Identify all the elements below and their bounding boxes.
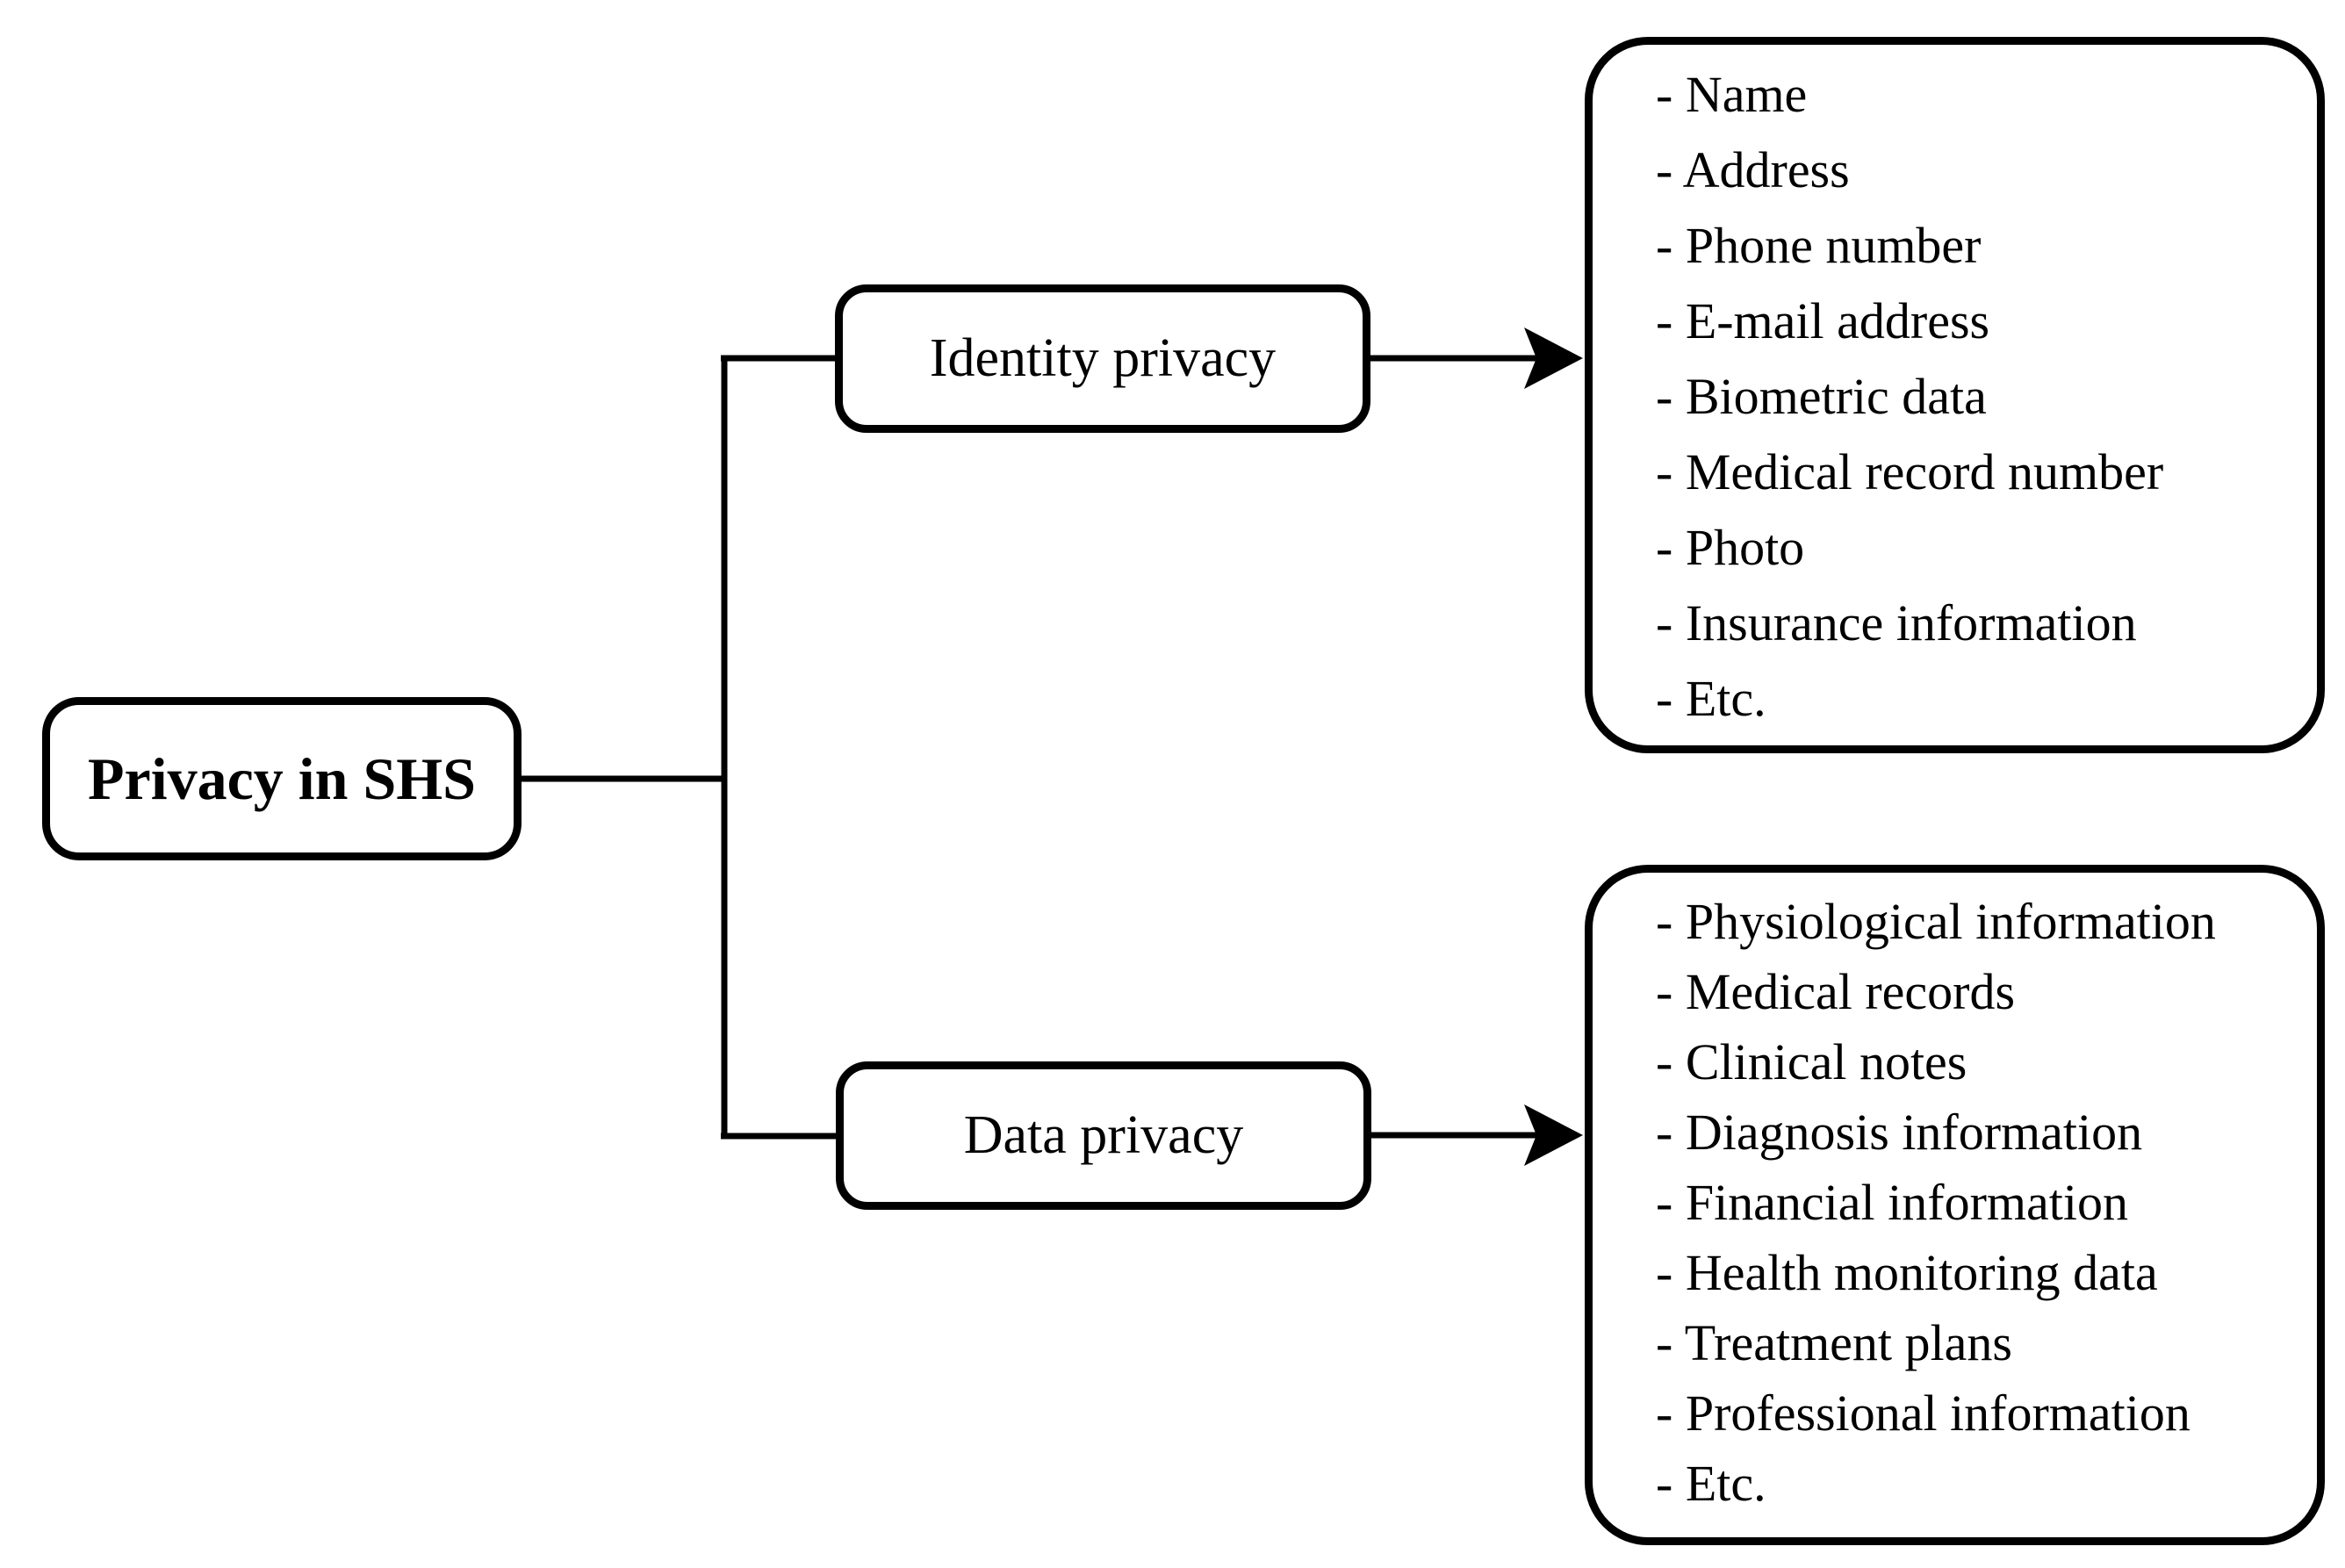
list-item: - Professional information bbox=[1656, 1385, 2190, 1442]
list-item: - Insurance information bbox=[1656, 594, 2137, 651]
list-item: - Medical records bbox=[1656, 963, 2016, 1020]
list-item: - Address bbox=[1656, 141, 1850, 198]
list-item: - Biometric data bbox=[1656, 368, 1987, 425]
list-item: - Clinical notes bbox=[1656, 1033, 1967, 1090]
root-node-privacy-in-shs: Privacy in SHS bbox=[42, 697, 522, 860]
list-item: - Photo bbox=[1656, 519, 1805, 576]
list-item: - Name bbox=[1656, 66, 1808, 123]
branch-node-label: Identity privacy bbox=[929, 328, 1277, 388]
identity-privacy-list-box: - Name - Address - Phone number - E-mail ad… bbox=[1585, 37, 2325, 753]
root-node-label: Privacy in SHS bbox=[87, 744, 477, 812]
list-item: - Physiological information bbox=[1656, 893, 2216, 950]
data-privacy-list-box: - Physiological information - Medical rec… bbox=[1585, 865, 2325, 1545]
list-item: - Diagnosis information bbox=[1656, 1104, 2143, 1161]
list-item: - Financial information bbox=[1656, 1174, 2128, 1231]
list-item: - Etc. bbox=[1656, 670, 1766, 727]
branch-node-label: Data privacy bbox=[963, 1105, 1244, 1165]
list-item: - E-mail address bbox=[1656, 292, 1990, 349]
branch-node-data-privacy: Data privacy bbox=[836, 1061, 1371, 1210]
list-item: - Treatment plans bbox=[1656, 1314, 2012, 1371]
list-item: - Health monitoring data bbox=[1656, 1244, 2158, 1301]
list-item: - Medical record number bbox=[1656, 443, 2164, 500]
branch-node-identity-privacy: Identity privacy bbox=[835, 284, 1370, 433]
list-item: - Etc. bbox=[1656, 1455, 1766, 1512]
list-item: - Phone number bbox=[1656, 217, 1982, 274]
